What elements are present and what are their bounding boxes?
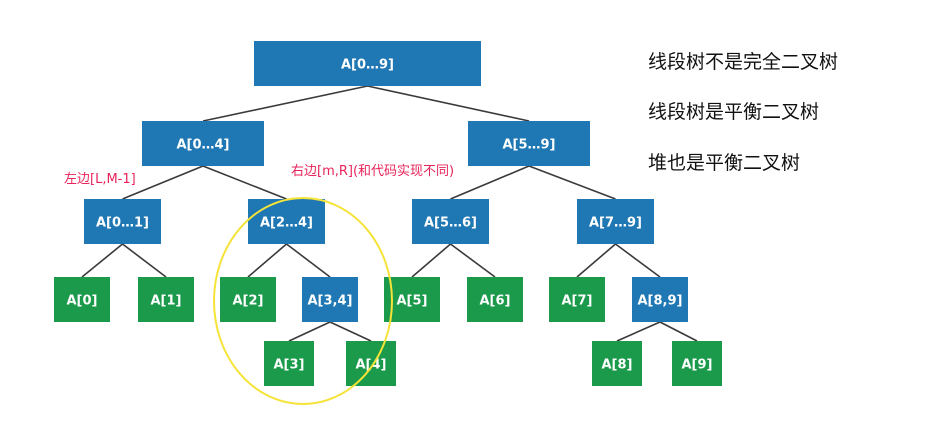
tree-node-a1: A[1]	[138, 277, 194, 322]
tree-node-n34: A[3,4]	[302, 277, 358, 322]
node-label-n04: A[0…4]	[176, 138, 229, 153]
edge-root-n04	[202, 85, 368, 122]
node-label-n34: A[3,4]	[308, 294, 353, 309]
edge-n01-a1	[122, 243, 167, 278]
node-label-a6: A[6]	[480, 294, 511, 309]
left-interval-annotation: 左边[L,M-1]	[64, 172, 136, 187]
node-box-a8	[592, 341, 642, 386]
edge-n79-n89	[615, 243, 661, 278]
node-box-n79	[577, 199, 654, 244]
node-label-a4: A[4]	[356, 358, 387, 373]
tree-node-a2: A[2]	[220, 277, 276, 322]
edge-n34-a4	[329, 321, 372, 342]
highlight-ellipse	[213, 197, 393, 405]
node-label-a9: A[9]	[682, 358, 713, 373]
node-label-a8: A[8]	[602, 358, 633, 373]
note-line-1: 线段树不是完全二叉树	[648, 51, 839, 73]
node-box-n34	[302, 277, 358, 322]
edge-n24-a2	[247, 243, 288, 278]
node-label-n89: A[8,9]	[638, 294, 683, 309]
note-line-2: 线段树是平衡二叉树	[648, 101, 820, 123]
node-box-a5	[384, 277, 440, 322]
node-label-a2: A[2]	[233, 294, 264, 309]
node-label-n24: A[2…4]	[260, 216, 313, 231]
edge-n24-n34	[286, 243, 331, 278]
node-box-a9	[672, 341, 722, 386]
edge-n89-a8	[616, 321, 661, 342]
right-interval-annotation: 右边[m,R](和代码实现不同)	[291, 164, 454, 179]
tree-node-n01: A[0…1]	[84, 199, 161, 244]
node-box-root	[254, 41, 481, 86]
node-box-a4	[346, 341, 396, 386]
edges-layer	[81, 85, 698, 342]
edge-n59-n79	[528, 165, 616, 200]
tree-node-n79: A[7…9]	[577, 199, 654, 244]
edge-n56-a5	[411, 243, 452, 278]
tree-node-n89: A[8,9]	[632, 277, 688, 322]
edge-n01-a0	[81, 243, 124, 278]
tree-node-a7: A[7]	[549, 277, 605, 322]
edge-n59-n56	[450, 165, 530, 200]
node-label-n59: A[5…9]	[502, 138, 555, 153]
note-line-3: 堆也是平衡二叉树	[648, 152, 801, 174]
node-label-a7: A[7]	[562, 294, 593, 309]
node-label-n79: A[7…9]	[589, 216, 642, 231]
edge-n89-a9	[659, 321, 698, 342]
tree-node-a6: A[6]	[467, 277, 523, 322]
node-box-n24	[248, 199, 325, 244]
node-box-a0	[54, 277, 110, 322]
node-box-a3	[264, 341, 314, 386]
tree-node-a9: A[9]	[672, 341, 722, 386]
node-box-n89	[632, 277, 688, 322]
node-box-a1	[138, 277, 194, 322]
node-box-n04	[142, 121, 264, 166]
node-box-a6	[467, 277, 523, 322]
node-label-n01: A[0…1]	[96, 216, 149, 231]
edge-n79-a7	[576, 243, 617, 278]
tree-node-a5: A[5]	[384, 277, 440, 322]
edge-n04-n01	[122, 165, 204, 200]
node-label-root: A[0…9]	[341, 58, 394, 73]
edge-root-n59	[367, 85, 530, 122]
edge-n34-a3	[288, 321, 331, 342]
node-box-a7	[549, 277, 605, 322]
node-label-a3: A[3]	[274, 358, 305, 373]
node-box-n01	[84, 199, 161, 244]
node-label-a1: A[1]	[151, 294, 182, 309]
tree-node-n04: A[0…4]	[142, 121, 264, 166]
node-box-n56	[412, 199, 489, 244]
node-label-a5: A[5]	[397, 294, 428, 309]
tree-node-n56: A[5…6]	[412, 199, 489, 244]
nodes-layer: A[0…9] A[0…4] A[5…9] A[0…1] A[2…4] A[5…6] A[7……	[54, 41, 722, 386]
tree-node-a0: A[0]	[54, 277, 110, 322]
edge-n04-n24	[202, 165, 287, 200]
node-box-a2	[220, 277, 276, 322]
node-label-a0: A[0]	[67, 294, 98, 309]
tree-node-n24: A[2…4]	[248, 199, 325, 244]
node-box-n59	[468, 121, 590, 166]
tree-node-n59: A[5…9]	[468, 121, 590, 166]
tree-node-root: A[0…9]	[254, 41, 481, 86]
edge-n56-a6	[450, 243, 496, 278]
tree-node-a4: A[4]	[346, 341, 396, 386]
node-label-n56: A[5…6]	[424, 216, 477, 231]
tree-node-a8: A[8]	[592, 341, 642, 386]
tree-node-a3: A[3]	[264, 341, 314, 386]
